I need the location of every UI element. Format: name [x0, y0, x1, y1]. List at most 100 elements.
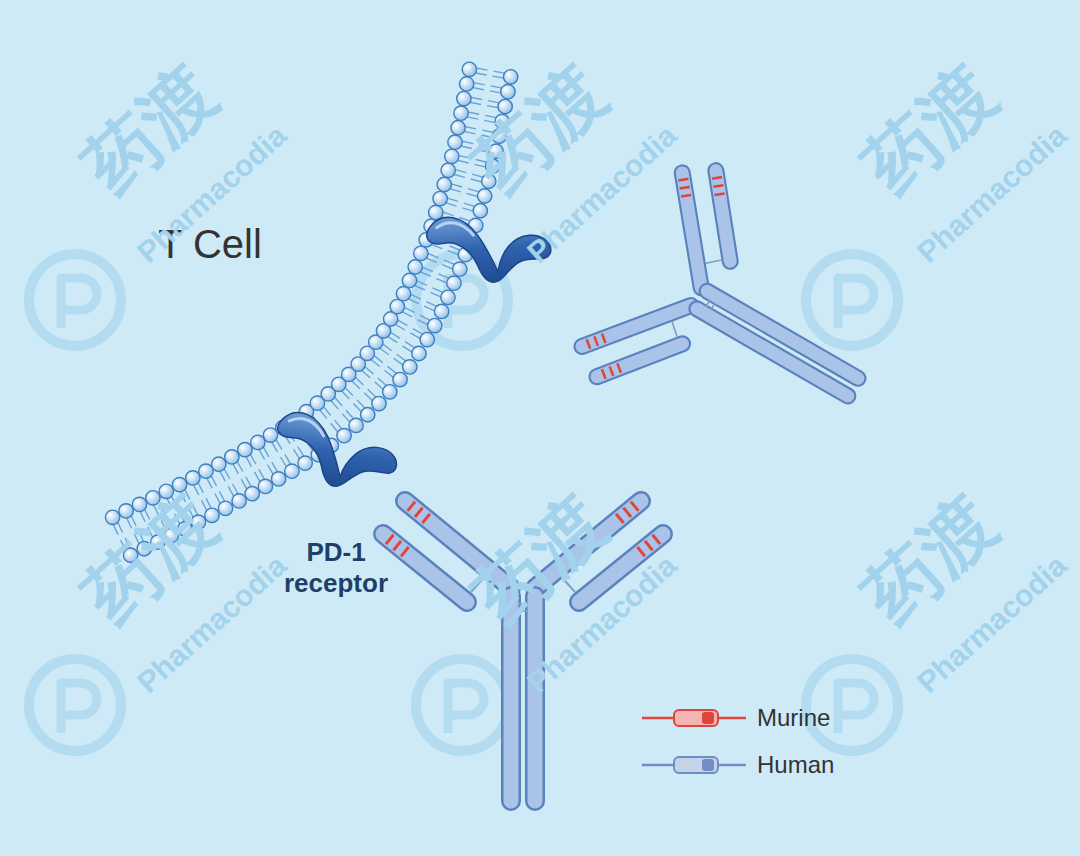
watermark: 药渡 [458, 480, 623, 641]
chain-fill [680, 171, 766, 262]
lipid-head [420, 332, 434, 346]
lipid-head [451, 121, 465, 135]
lipid-heads [105, 62, 517, 562]
lipid-head [437, 177, 451, 191]
lipid-head [403, 360, 417, 374]
logo-glyph [61, 278, 97, 328]
antibody [573, 157, 913, 491]
lipid-head [434, 304, 448, 318]
murine-region [386, 535, 394, 544]
part-label: PD-1 receptor [266, 537, 406, 599]
lipid-head [485, 159, 499, 173]
murine-region [616, 514, 624, 523]
lipid-head [433, 191, 447, 205]
murine-region [599, 334, 609, 344]
logo-glyph [838, 683, 874, 733]
lipid-head [498, 99, 512, 113]
lipid-head [251, 435, 265, 449]
lipid-head [159, 484, 173, 498]
watermark-logo [806, 254, 898, 346]
murine-region [623, 508, 631, 517]
lipid-head [453, 262, 467, 276]
legend-swatch [640, 753, 750, 777]
watermark: Pharmacodia [130, 548, 294, 701]
lipid-head [178, 522, 192, 536]
antibody [383, 501, 663, 801]
lipid-head [383, 385, 397, 399]
chain-outline [680, 171, 766, 262]
murine-region [583, 339, 593, 349]
lipid-head [199, 464, 213, 478]
watermark: Pharmacodia [910, 118, 1074, 271]
pd1-receptor [426, 210, 553, 286]
pd1-receptors [271, 210, 553, 494]
logo-glyph [448, 683, 484, 733]
murine-region [637, 547, 645, 556]
lipid-head [349, 418, 363, 432]
lipid-head [186, 471, 200, 485]
lipid-head [402, 273, 416, 287]
lipid-head [489, 144, 503, 158]
murine-region [653, 535, 661, 544]
lipid-head [123, 548, 137, 562]
murine-region [408, 502, 416, 511]
logo-ring [29, 254, 121, 346]
lipid-head [390, 299, 404, 313]
watermark: 药渡 [68, 50, 233, 211]
murine-region [678, 175, 688, 185]
lipid-head [151, 535, 165, 549]
lipid-head [298, 456, 312, 470]
watermark-logo [29, 659, 121, 751]
chain-fill [597, 315, 683, 406]
murine-region [680, 183, 690, 193]
legend-label: Human [757, 750, 834, 780]
watermark: Pharmacodia [520, 118, 684, 271]
lipid-head [447, 276, 461, 290]
lipid-head [164, 528, 178, 542]
legend-label: Murine [757, 703, 830, 733]
lipid-head [271, 472, 285, 486]
lipid-head [473, 204, 487, 218]
lipid-head [119, 504, 133, 518]
lipid-head [477, 189, 491, 203]
watermark-logos [29, 254, 898, 751]
lipid-head [492, 129, 506, 143]
watermark: 药渡 [458, 50, 623, 211]
logo-glyph [838, 278, 874, 328]
lipid-head [428, 318, 442, 332]
chain-outline [501, 596, 521, 801]
hinge-bond [711, 303, 715, 310]
watermark: 药渡 [848, 480, 1013, 641]
chain-fill [504, 596, 519, 801]
lipid-head [225, 450, 239, 464]
lipid-head [137, 542, 151, 556]
lipid-head [454, 106, 468, 120]
lipid-head [412, 346, 426, 360]
swatch-capsule [674, 710, 718, 726]
lipid-head [393, 372, 407, 386]
cell-membrane [105, 62, 517, 562]
watermark: Pharmacodia [520, 548, 684, 701]
lipid-head [232, 494, 246, 508]
chain-outline [579, 534, 663, 602]
lipid-head [212, 457, 226, 471]
chain-fill [528, 596, 543, 801]
chain-outline [597, 315, 683, 406]
murine-region [614, 363, 624, 373]
hinge-bond [706, 300, 710, 307]
lipid-head [132, 497, 146, 511]
chain-outline [525, 596, 545, 801]
murine-region [606, 366, 616, 376]
receptor-highlight [288, 417, 326, 436]
chain-fill [383, 534, 467, 602]
lipid-head [218, 501, 232, 515]
chain-fill [707, 291, 858, 378]
pd1-receptor [271, 410, 402, 494]
lipid-head [372, 396, 386, 410]
murine-region [715, 189, 725, 199]
receptor-body [426, 210, 553, 286]
lipid-head [205, 508, 219, 522]
watermark: Pharmacodia [130, 118, 294, 271]
chain-outline [383, 534, 467, 602]
